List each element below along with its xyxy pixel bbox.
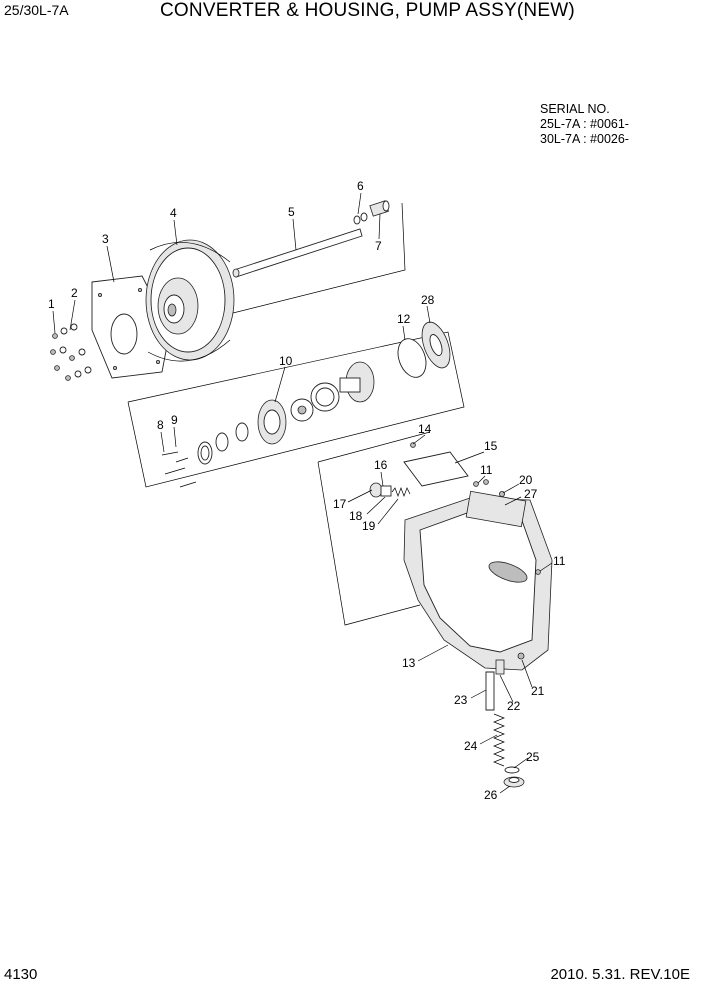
model-label: 25/30L-7A bbox=[4, 2, 69, 18]
callout-5: 5 bbox=[288, 205, 295, 219]
serial-heading: SERIAL NO. bbox=[540, 102, 610, 116]
callout-4: 4 bbox=[170, 206, 177, 220]
page-number: 4130 bbox=[4, 966, 38, 983]
callout-26: 26 bbox=[484, 788, 498, 802]
group-outline-pump bbox=[127, 331, 465, 488]
snap-rings-part-6 bbox=[353, 212, 368, 225]
group-outline-housing bbox=[317, 431, 431, 626]
callout-10: 10 bbox=[279, 354, 293, 368]
callout-24: 24 bbox=[464, 739, 478, 753]
pipe-part-23 bbox=[485, 671, 495, 711]
callout-14: 14 bbox=[418, 422, 432, 436]
pump-rings bbox=[215, 422, 249, 452]
stator-shaft-part bbox=[339, 361, 375, 403]
callout-16: 16 bbox=[374, 458, 388, 472]
torque-converter-part-4 bbox=[145, 239, 235, 362]
pump-seal-part bbox=[197, 441, 213, 465]
leader-lines bbox=[52, 192, 553, 794]
converter-housing-part-13 bbox=[403, 490, 553, 671]
group-outline-upper bbox=[164, 202, 406, 331]
callout-23: 23 bbox=[454, 693, 468, 707]
shaft-part-5 bbox=[232, 228, 363, 278]
serial-line-1: 25L-7A : #0061- bbox=[540, 117, 629, 131]
washers-part-2 bbox=[59, 323, 92, 378]
callout-25: 25 bbox=[526, 750, 540, 764]
cap-part-26 bbox=[503, 776, 525, 788]
callout-19: 19 bbox=[362, 519, 376, 533]
serial-line-2: 30L-7A : #0026- bbox=[540, 132, 629, 146]
valve-part-16 bbox=[380, 485, 392, 497]
callout-9: 9 bbox=[171, 413, 178, 427]
page-title: CONVERTER & HOUSING, PUMP ASSY(NEW) bbox=[160, 0, 575, 21]
adapter-plate-part-28 bbox=[421, 321, 451, 369]
callout-28: 28 bbox=[421, 293, 435, 307]
callout-20: 20 bbox=[519, 473, 533, 487]
callout-1: 1 bbox=[48, 297, 55, 311]
pump-body-part bbox=[257, 399, 287, 445]
pump-ring-gear bbox=[310, 382, 340, 412]
callout-3: 3 bbox=[102, 232, 109, 246]
callout-2: 2 bbox=[71, 286, 78, 300]
o-ring-part-25 bbox=[504, 766, 520, 774]
serial-info: SERIAL NO. 25L-7A : #0061- 30L-7A : #002… bbox=[540, 102, 629, 147]
spring-part-24 bbox=[493, 713, 505, 767]
pump-bolts-part-8 bbox=[161, 451, 197, 488]
callout-13: 13 bbox=[402, 656, 416, 670]
pump-gear-part bbox=[290, 398, 314, 422]
callout-11-upper: 11 bbox=[480, 463, 493, 477]
fitting-part-22 bbox=[495, 659, 505, 675]
callout-labels: 1 2 3 4 5 6 7 8 9 10 11 11 12 13 14 15 1… bbox=[48, 179, 566, 802]
callout-15: 15 bbox=[484, 439, 498, 453]
callout-18: 18 bbox=[349, 509, 363, 523]
plug-part-21 bbox=[517, 652, 525, 660]
revision-date: 2010. 5.31. REV.10E bbox=[550, 966, 690, 983]
fittings-part-11 bbox=[473, 479, 541, 575]
bolts-part-1 bbox=[50, 333, 75, 381]
callout-12: 12 bbox=[397, 312, 411, 326]
callout-17: 17 bbox=[333, 497, 347, 511]
callout-8: 8 bbox=[157, 418, 164, 432]
callout-6: 6 bbox=[357, 179, 364, 193]
spring-part-18 bbox=[391, 487, 411, 497]
callout-21: 21 bbox=[531, 684, 545, 698]
cover-plate-part-15 bbox=[403, 451, 469, 487]
callout-7: 7 bbox=[375, 239, 382, 253]
callout-22: 22 bbox=[507, 699, 521, 713]
callout-11-right: 11 bbox=[553, 554, 566, 568]
bushing-part-7 bbox=[369, 200, 390, 217]
callout-27: 27 bbox=[524, 487, 538, 501]
